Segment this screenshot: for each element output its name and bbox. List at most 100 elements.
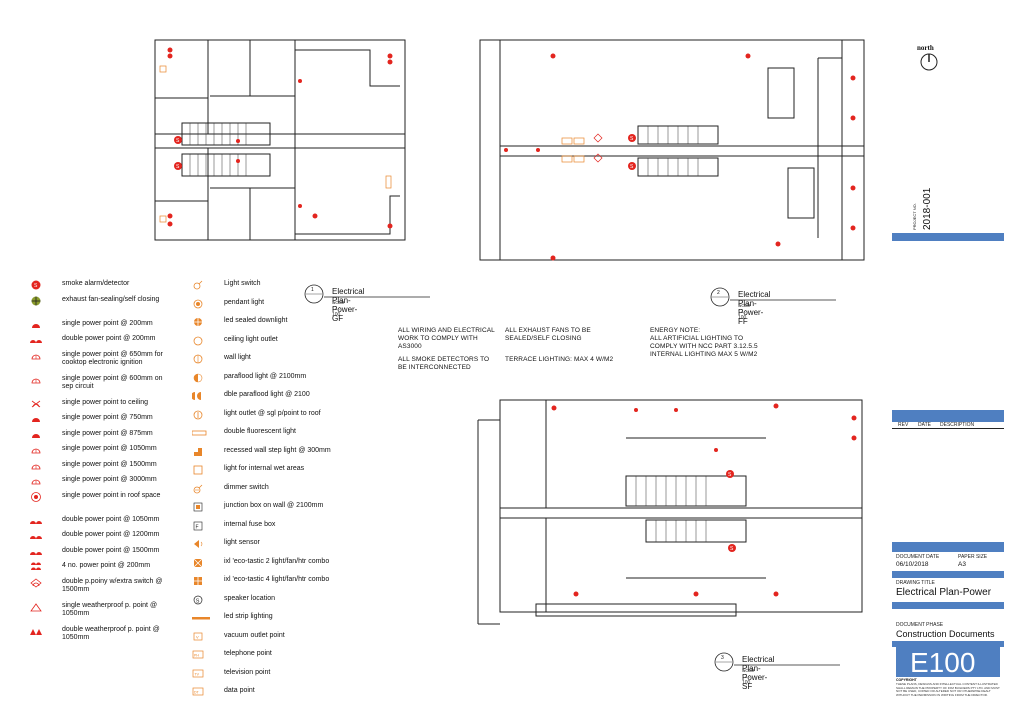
document-date: 06/10/2018 [896, 561, 929, 568]
note-smoke-detectors: ALL SMOKE DETECTORS TO BE INTERCONNECTED [398, 356, 490, 371]
legend-label: single power point @ 1050mm [62, 445, 157, 452]
legend-label: light for internal wet areas [224, 465, 305, 472]
legend-label: single power point @ 650mm for cooktop e… [62, 350, 163, 366]
rev-col: REV [898, 422, 909, 428]
light-switch-icon [192, 280, 204, 290]
television-icon: TV [192, 669, 204, 679]
legend-label: data point [224, 687, 255, 694]
svg-text:S: S [196, 598, 200, 604]
plan-number: 3 [721, 655, 724, 661]
drawing-title-label: DRAWING TITLE [896, 580, 935, 586]
telephone-icon: PH [192, 650, 204, 660]
legend-label: smoke alarm/detector [62, 280, 130, 287]
single-gpo-outline-icon [30, 351, 42, 361]
paper-size: A3 [958, 561, 966, 568]
accent-bar [892, 233, 1004, 241]
gpo-ceiling-icon [30, 399, 42, 409]
ixl-4-icon [192, 576, 204, 586]
revision-header: REV DATE DESCRIPTION [892, 422, 1004, 429]
smoke-alarm-icon: S [30, 280, 42, 290]
title-block: north PROJECT NO. 2018-001 REV DATE DESC… [892, 30, 1004, 710]
double-gpo-icon [30, 335, 42, 345]
exhaust-fan-icon [30, 296, 42, 306]
ixl-2-icon [192, 558, 204, 568]
legend-label: ceiling light outlet [224, 335, 278, 343]
single-gpo-icon [30, 430, 42, 440]
plan-title-text: Electrical Plan-Power-GF [332, 287, 365, 323]
legend-label: vacuum outlet point [224, 631, 285, 639]
legend-lighting: Light switch pendant light led sealed down… [191, 280, 352, 700]
legend-label: ixl 'eco-tastic 4 light/fan/htr combo [224, 576, 330, 583]
legend-label: single power point @ 750mm [62, 414, 153, 421]
single-gpo-outline-icon [30, 461, 42, 471]
svg-text:S: S [176, 164, 180, 170]
weatherproof-gpo-icon [30, 602, 42, 612]
double-gpo-icon [30, 516, 42, 526]
double-weatherproof-gpo-icon [30, 626, 42, 636]
legend-label: double p.poiny w/extra switch @ 1500mm [62, 577, 163, 593]
data-icon: DT [192, 687, 204, 697]
svg-text:S: S [630, 136, 634, 142]
legend-label: single power point @ 1500mm [62, 460, 157, 468]
wet-light-icon [192, 465, 204, 475]
plan-scale: Scale : 1 : 100 [738, 303, 751, 321]
plan-title-badge [710, 287, 836, 307]
floor-plan-gf: SS [154, 39, 406, 241]
quad-gpo-icon [30, 562, 42, 572]
paper-size-label: PAPER SIZE [958, 554, 988, 560]
floor-plan-ff: SS [479, 39, 865, 261]
step-light-icon [192, 447, 204, 457]
legend-label: speaker location [224, 594, 275, 602]
double-paraflood-icon [191, 391, 204, 401]
plan-scale: Scale : 1 : 100 [742, 668, 755, 686]
document-phase-label: DOCUMENT PHASE [896, 622, 944, 628]
legend-label: paraflood light @ 2100mm [224, 372, 307, 380]
legend-label: led strip lighting [224, 613, 273, 620]
description-col: DESCRIPTION [940, 422, 975, 428]
legend-label: dble paraflood light @ 2100 [224, 391, 310, 398]
legend-label: led sealed downlight [224, 317, 288, 324]
single-gpo-outline-icon [30, 445, 42, 455]
accent-bar [892, 641, 1004, 647]
note-energy-body: ALL ARTIFICIAL LIGHTING TO COMPLY WITH N… [650, 335, 758, 358]
legend-label: single power point @ 875mm [62, 429, 153, 437]
north-label: north [917, 44, 934, 52]
plan-title-text: Electrical Plan-Power-SF [742, 655, 775, 691]
double-switch-gpo-icon [30, 577, 42, 588]
led-strip-icon [192, 613, 210, 623]
legend-label: double power point @ 1200mm [62, 531, 160, 538]
drawing-title: Electrical Plan-Power [896, 587, 992, 598]
svg-text:TV: TV [195, 672, 200, 676]
legend-label: double power point @ 200mm [62, 335, 156, 342]
date-col: DATE [918, 422, 931, 428]
copyright-title: COPYRIGHT [896, 678, 917, 682]
legend-label: double power point @ 1050mm [62, 515, 160, 523]
legend-label: television point [224, 668, 271, 676]
legend-label: Light switch [224, 280, 261, 287]
legend-label: pendant light [224, 298, 265, 306]
dimmer-icon [192, 484, 204, 494]
project-no-label: PROJECT NO. [912, 203, 917, 230]
gpo-roof-icon [30, 491, 42, 502]
single-gpo-outline-icon [30, 476, 42, 486]
plan-title-badge [304, 284, 430, 304]
legend-label: double weatherproof p. point @ 1050mm [62, 625, 160, 641]
downlight-icon [192, 317, 204, 327]
svg-text:DT: DT [194, 691, 200, 695]
speaker-icon: S [192, 595, 204, 605]
legend-label: double fluorescent light [224, 428, 296, 435]
legend-label: single power point @ 600mm on sep circui… [62, 374, 163, 390]
sheet-number-box: E100 [896, 647, 1000, 678]
legend-label: single power point in roof space [62, 491, 161, 499]
legend-label: 4 no. power point @ 200mm [62, 562, 151, 569]
double-gpo-icon [30, 531, 42, 541]
accent-bar [892, 571, 1004, 578]
fuse-box-icon: F [192, 521, 204, 531]
legend-label: light outlet @ sgl p/point to roof [224, 409, 321, 417]
legend-label: ixl 'eco-tastic 2 light/fan/htr combo [224, 557, 330, 565]
copyright-text: THESE PLANS, DESIGNS AND INTELLECTUAL CO… [896, 682, 1000, 697]
wall-light-icon [192, 354, 204, 364]
document-phase: Construction Documents [896, 629, 995, 639]
accent-bar [892, 410, 1004, 422]
single-gpo-outline-icon [30, 375, 42, 385]
